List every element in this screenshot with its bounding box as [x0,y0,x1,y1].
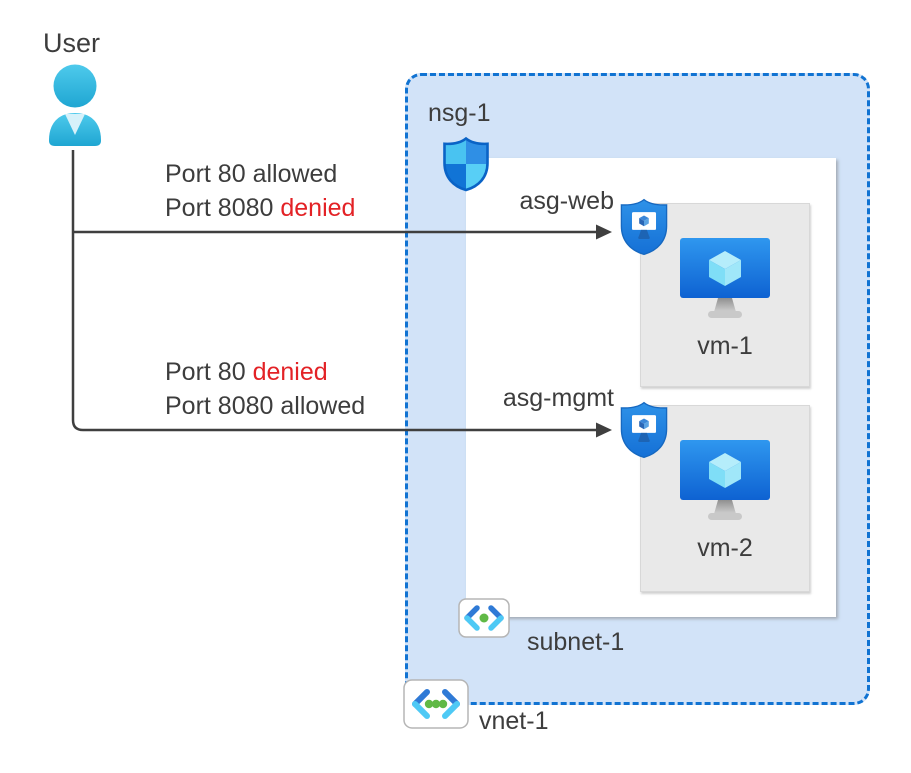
vm-card-2: vm-2 [640,405,810,592]
subnet-icon [458,598,510,638]
nsg-shield-icon [443,136,489,192]
asg-web-label: asg-web [519,187,615,215]
status-text: allowed [280,392,366,420]
status-text: denied [280,194,356,222]
vm-icon [680,238,770,318]
nsg-label: nsg-1 [428,99,491,127]
port-text: Port 80 [165,160,246,188]
vm-2-label: vm-2 [697,534,753,562]
status-text: denied [252,358,328,386]
vm-card-1: vm-1 [640,203,810,387]
status-text: allowed [252,160,338,188]
vnet-icon [403,679,469,729]
asg-shield-icon [620,401,668,459]
rule-line: Port 8080 denied [165,191,355,225]
rule-line: Port 80 denied [165,355,365,389]
rule-text-mgmt: Port 80 denied Port 8080 allowed [165,355,365,423]
rule-line: Port 80 allowed [165,157,355,191]
rule-text-web: Port 80 allowed Port 8080 denied [165,157,355,225]
port-text: Port 8080 [165,392,274,420]
user-icon [49,64,101,146]
subnet-label: subnet-1 [527,628,625,656]
asg-mgmt-label: asg-mgmt [502,384,614,412]
asg-shield-icon [620,198,668,256]
vm-icon [680,440,770,520]
rule-line: Port 8080 allowed [165,389,365,423]
port-text: Port 80 [165,358,246,386]
vnet-label: vnet-1 [479,707,549,735]
user-label: User [43,28,101,58]
vm-1-label: vm-1 [697,332,753,360]
port-text: Port 8080 [165,194,274,222]
